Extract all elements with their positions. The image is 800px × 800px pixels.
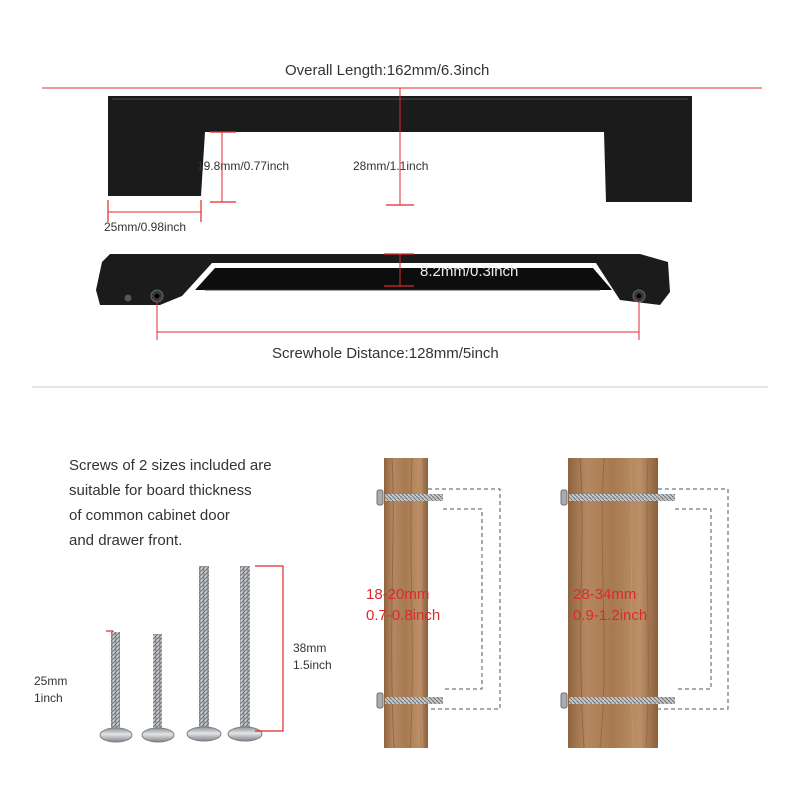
handle-front-view: [42, 87, 762, 222]
screw-in-thin-bottom: [385, 697, 443, 704]
description-line: Screws of 2 sizes included are: [69, 457, 272, 474]
thin-board-mm: 18-20mm: [366, 586, 430, 603]
description-line: of common cabinet door: [69, 507, 230, 524]
description-line: and drawer front.: [69, 532, 183, 549]
handle-perspective-view: [96, 253, 670, 340]
thick-board-range: 28-34mm 0.9-1.2inch: [573, 584, 647, 626]
thin-board-range: 18-20mm 0.7-0.8inch: [366, 584, 440, 626]
handle-front-shape: [108, 96, 692, 202]
short-screw-mm: 25mm: [34, 674, 68, 688]
screwhole-distance-label: Screwhole Distance:128mm/5inch: [272, 345, 499, 362]
total-height-label: 28mm/1.1inch: [353, 159, 429, 173]
long-screw-size: 38mm 1.5inch: [293, 640, 332, 674]
screw-short-1: [111, 632, 120, 730]
overall-length-label: Overall Length:162mm/6.3inch: [285, 62, 490, 79]
board-thick: [560, 457, 729, 749]
screw-long-2: [240, 566, 250, 729]
description-line: suitable for board thickness: [69, 482, 252, 499]
short-screw-inch: 1inch: [34, 691, 63, 705]
long-screw-inch: 1.5inch: [293, 658, 332, 672]
thick-board-mm: 28-34mm: [573, 586, 637, 603]
screw-set: [99, 565, 284, 743]
screw-description: Screws of 2 sizes included are suitable …: [69, 453, 272, 553]
inner-height-label: 19.8mm/0.77inch: [197, 159, 290, 173]
thin-board-inch: 0.7-0.8inch: [366, 607, 441, 624]
long-screw-bracket: [255, 565, 284, 732]
screw-in-thick-bottom: [569, 697, 675, 704]
long-screw-mm: 38mm: [293, 641, 327, 655]
board-thin: [376, 457, 501, 749]
thick-board-inch: 0.9-1.2inch: [573, 607, 648, 624]
screw-in-thin-top: [385, 494, 443, 501]
thickness-label: 8.2mm/0.3inch: [420, 263, 519, 280]
short-screw-size: 25mm 1inch: [34, 673, 67, 707]
screw-long-1: [199, 566, 209, 729]
screw-hole-left-small: [124, 294, 132, 302]
end-width-label: 25mm/0.98inch: [104, 220, 187, 234]
screw-in-thick-top: [569, 494, 675, 501]
screw-short-2: [153, 634, 162, 730]
